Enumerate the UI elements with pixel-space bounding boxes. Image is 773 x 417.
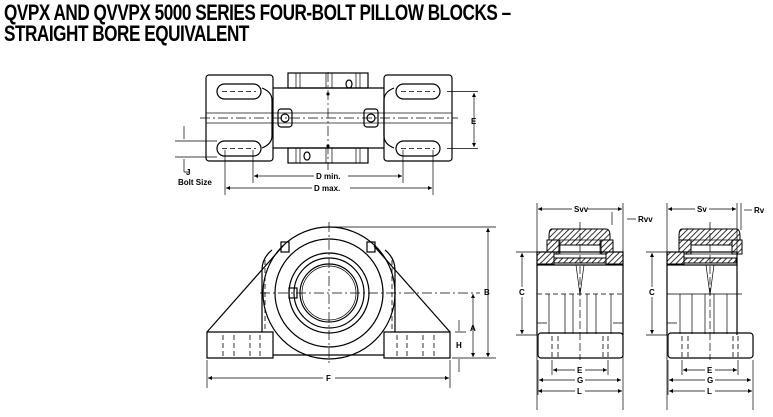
top-view: E J Bolt Size D min. D max.	[175, 72, 478, 195]
dim-label-svv: Svv	[574, 205, 589, 214]
dim-label-sv: Sv	[697, 205, 707, 214]
dim-label-f: F	[326, 374, 331, 383]
dim-label-d-min: D min.	[316, 172, 340, 181]
dim-label-j: J	[186, 168, 190, 177]
dim-label-d-max: D max.	[314, 184, 340, 193]
dim-label-e: E	[471, 117, 477, 126]
dim-label-g: G	[707, 376, 713, 385]
dim-label-g: G	[577, 376, 583, 385]
title-line-2: STRAIGHT BORE EQUIVALENT	[4, 21, 249, 46]
dim-label-b: B	[484, 288, 490, 297]
dim-label-l: L	[577, 387, 582, 396]
bolt-slot-icons	[216, 83, 441, 157]
side-view-qvvpx: Svv Rvv C E G L	[516, 203, 653, 410]
dim-label-rv: Rv	[754, 206, 765, 215]
dim-label-e: E	[577, 366, 583, 375]
dim-label-h: H	[456, 341, 462, 350]
page-title: QVPX AND QVVPX 5000 SERIES FOUR-BOLT PIL…	[4, 0, 511, 46]
side-view-qvpx: Sv Rv C E G L	[646, 203, 765, 410]
front-view: B A H F	[206, 222, 496, 388]
bolt-size-label: Bolt Size	[178, 178, 212, 187]
title-line-1: QVPX AND QVVPX 5000 SERIES FOUR-BOLT PIL…	[4, 0, 511, 25]
dim-label-c: C	[519, 288, 525, 297]
svg-text:Rvv: Rvv	[638, 215, 653, 224]
dim-label-c: C	[649, 288, 655, 297]
dim-label-e: E	[707, 366, 713, 375]
dim-label-a: A	[470, 324, 476, 333]
dim-label-l: L	[707, 387, 712, 396]
